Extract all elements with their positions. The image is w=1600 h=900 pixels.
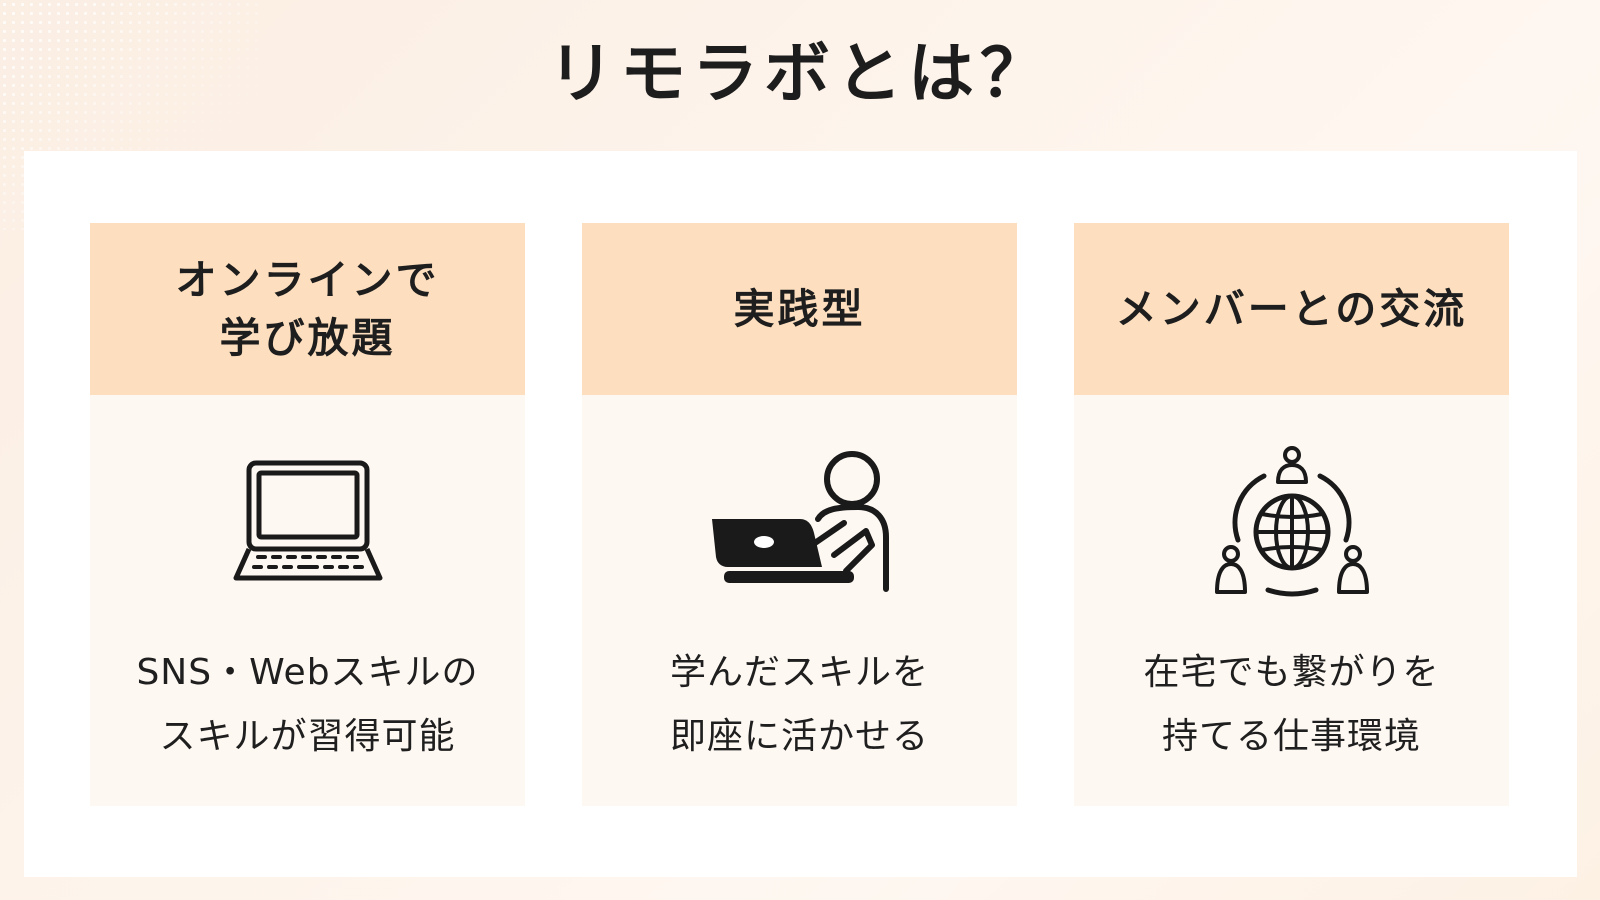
card-description-line: 持てる仕事環境 [1161,716,1421,757]
card-description-line: SNS・Webスキルの [136,652,479,693]
card-header: 実践型 [582,223,1017,395]
card-online-learning: オンラインで 学び放題 [90,223,525,806]
global-network-icon-svg [1214,446,1369,597]
card-title-line: 実践型 [733,285,866,333]
card-description: 在宅でも繋がりを 持てる仕事環境 [1074,641,1509,769]
card-title-line: メンバーとの交流 [1115,285,1468,333]
laptop-icon-svg [233,460,382,581]
page-title: リモラボとは？ [548,35,1052,112]
card-header: オンラインで 学び放題 [90,223,525,395]
card-description: 学んだスキルを 即座に活かせる [582,641,1017,769]
card-title: オンラインで 学び放題 [176,251,440,367]
content-panel: オンラインで 学び放題 [24,151,1577,877]
card-practical: 実践型 学んだスキルを 即座に活かせる [582,223,1017,806]
card-header: メンバーとの交流 [1074,223,1509,395]
person-at-laptop-icon [582,441,1017,601]
card-description-line: 学んだスキルを [669,652,929,693]
global-network-icon [1074,441,1509,601]
card-title: メンバーとの交流 [1116,280,1468,338]
card-description-line: 在宅でも繋がりを [1143,652,1440,693]
card-title-line: オンラインで [175,256,440,304]
card-description-line: 即座に活かせる [669,716,929,757]
card-title: 実践型 [734,280,866,338]
card-title-line: 学び放題 [219,314,396,362]
card-description: SNS・Webスキルの スキルが習得可能 [90,641,525,769]
person-at-laptop-icon-svg [711,451,889,592]
card-description-line: スキルが習得可能 [159,716,456,757]
card-member-interaction: メンバーとの交流 [1074,223,1509,806]
laptop-icon [90,441,525,601]
